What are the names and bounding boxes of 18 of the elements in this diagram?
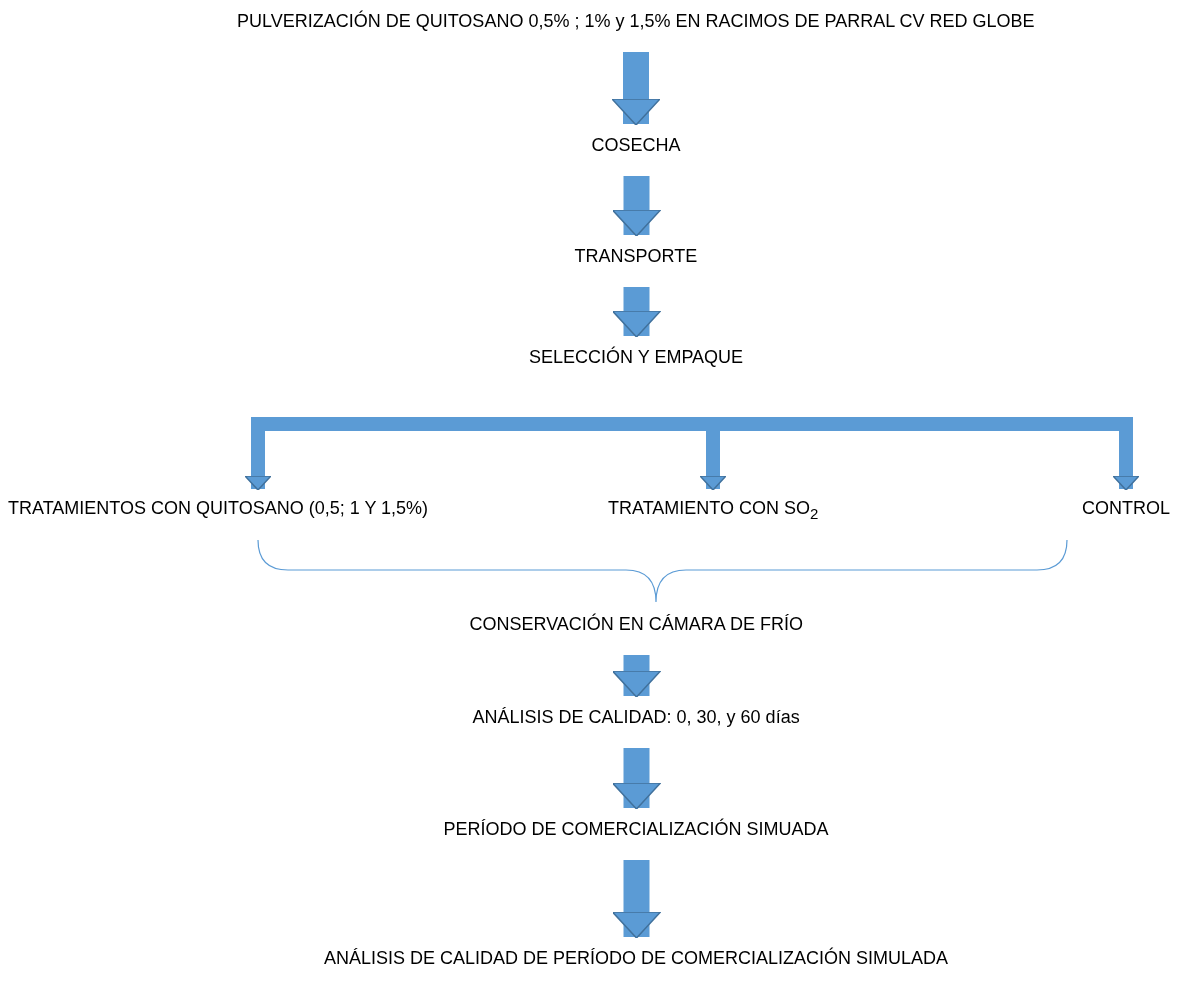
step-label: ANÁLISIS DE CALIDAD DE PERÍODO DE COMERCIALIZACIÓN SIMULADA [324,947,949,969]
step-label: COSECHA [591,134,681,156]
block-arrow [611,52,661,126]
step-label: TRATAMIENTOS CON QUITOSANO (0,5; 1 Y 1,5%) [8,497,429,519]
block-arrow [611,176,662,237]
step-label: SELECCIÓN Y EMPAQUE [529,346,744,368]
step-label: ANÁLISIS DE CALIDAD: 0, 30, y 60 días [472,706,800,728]
block-arrow [611,287,662,338]
step-label: PERÍODO DE COMERCIALIZACIÓN SIMUADA [443,818,829,840]
block-arrow [244,417,636,491]
block-arrow [611,655,662,698]
step-label: CONSERVACIÓN EN CÁMARA DE FRÍO [469,613,803,635]
step-label: TRATAMIENTO CON SO$_{2}$ [608,497,819,525]
step-label: TRANSPORTE [574,245,698,267]
block-arrow [611,748,662,810]
step-label: CONTROL [1082,497,1170,519]
step-label: PULVERIZACIÓN DE QUITOSANO 0,5% ; 1% y 1,5% EN RACIMOS DE PARRAL CV RED GLOBE [237,10,1035,32]
block-arrow [611,860,662,939]
